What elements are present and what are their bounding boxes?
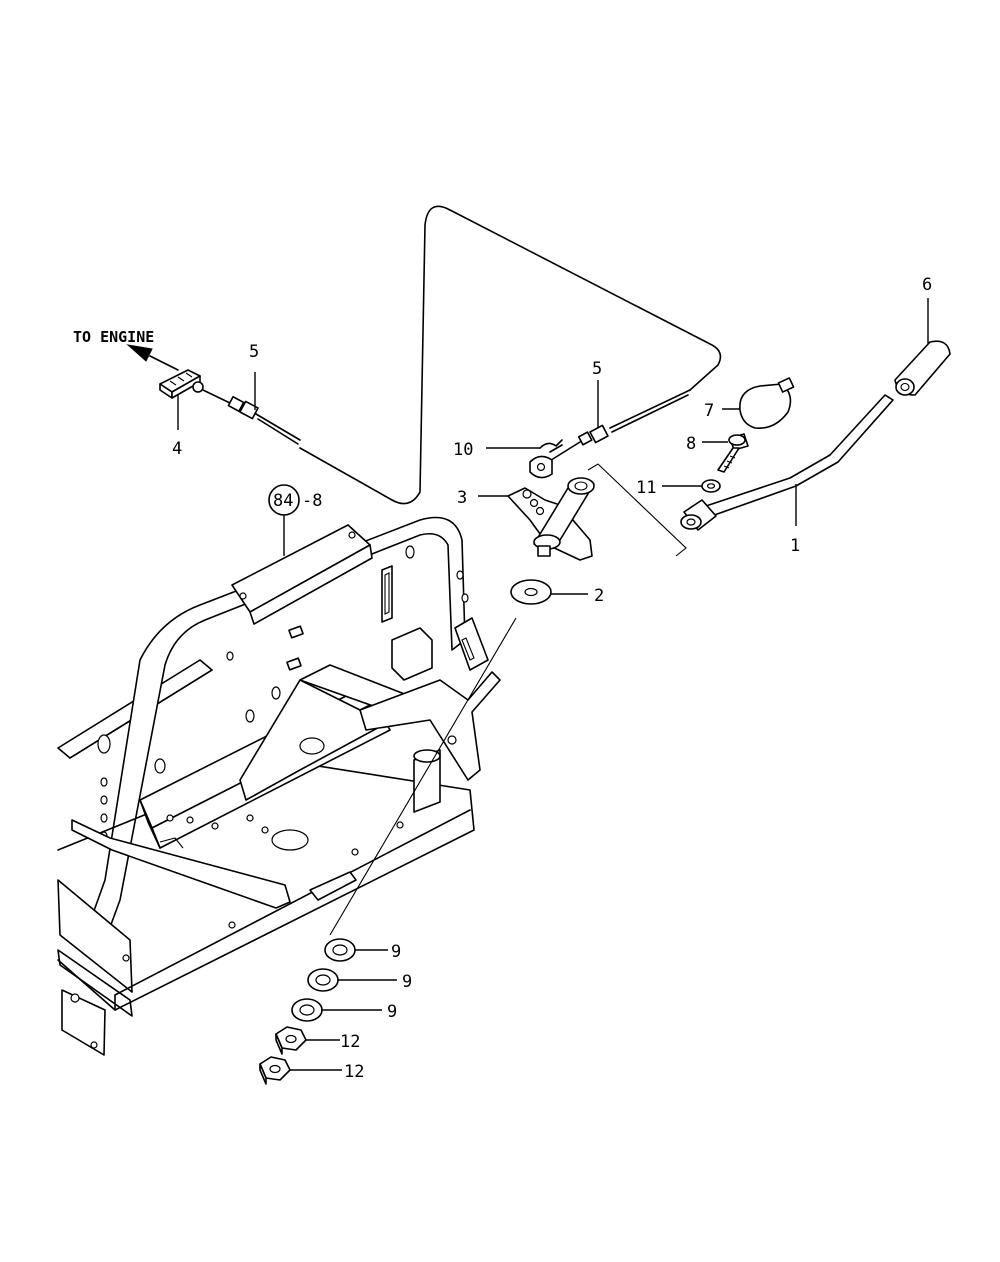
part-10-clip: [486, 439, 563, 479]
label-1: 1: [790, 536, 800, 556]
label-5-right: 5: [592, 359, 602, 379]
label-7: 7: [704, 401, 714, 421]
label-9-second: 9: [402, 972, 412, 992]
part-9-bushing-2: [307, 968, 397, 992]
part-11-small-washer: [662, 479, 721, 493]
part-4-cable-clamp: [159, 369, 204, 430]
part-8-bolt: [702, 433, 749, 473]
assembly-guide-line: [587, 463, 687, 557]
label-5-left: 5: [249, 342, 259, 362]
throttle-cable: [299, 205, 722, 505]
to-engine-arrow-icon: [126, 344, 179, 371]
part-12-hex-nut-2: [259, 1056, 342, 1085]
reference-suffix: -8: [302, 491, 322, 511]
label-12-second: 12: [344, 1062, 364, 1082]
label-4: 4: [172, 439, 182, 459]
label-11: 11: [636, 478, 656, 498]
tractor-frame: [57, 516, 501, 1056]
part-2-washer: [510, 579, 588, 605]
label-10: 10: [453, 440, 473, 460]
part-7-rubber-boot: [722, 377, 795, 429]
label-8: 8: [686, 434, 696, 454]
label-6: 6: [922, 275, 932, 295]
part-9-bushing-1: [324, 938, 388, 962]
part-1-throttle-lever: [680, 394, 894, 531]
label-9-first: 9: [391, 942, 401, 962]
reference-callout: [268, 484, 300, 556]
part-5-cable-end-right: [547, 380, 691, 463]
label-12-first: 12: [340, 1032, 360, 1052]
to-engine-note: TO ENGINE: [73, 328, 154, 346]
reference-circled-number: 84: [273, 491, 293, 511]
label-3: 3: [457, 488, 467, 508]
part-5-cable-end-left: [202, 372, 301, 445]
hardware-guide-line: [329, 617, 517, 936]
label-2: 2: [594, 586, 604, 606]
part-6-lever-knob: [894, 298, 951, 396]
label-9-third: 9: [387, 1002, 397, 1022]
part-12-hex-nut-1: [275, 1026, 340, 1055]
part-3-lever-bracket: [478, 477, 595, 561]
part-9-bushing-3: [291, 998, 382, 1022]
